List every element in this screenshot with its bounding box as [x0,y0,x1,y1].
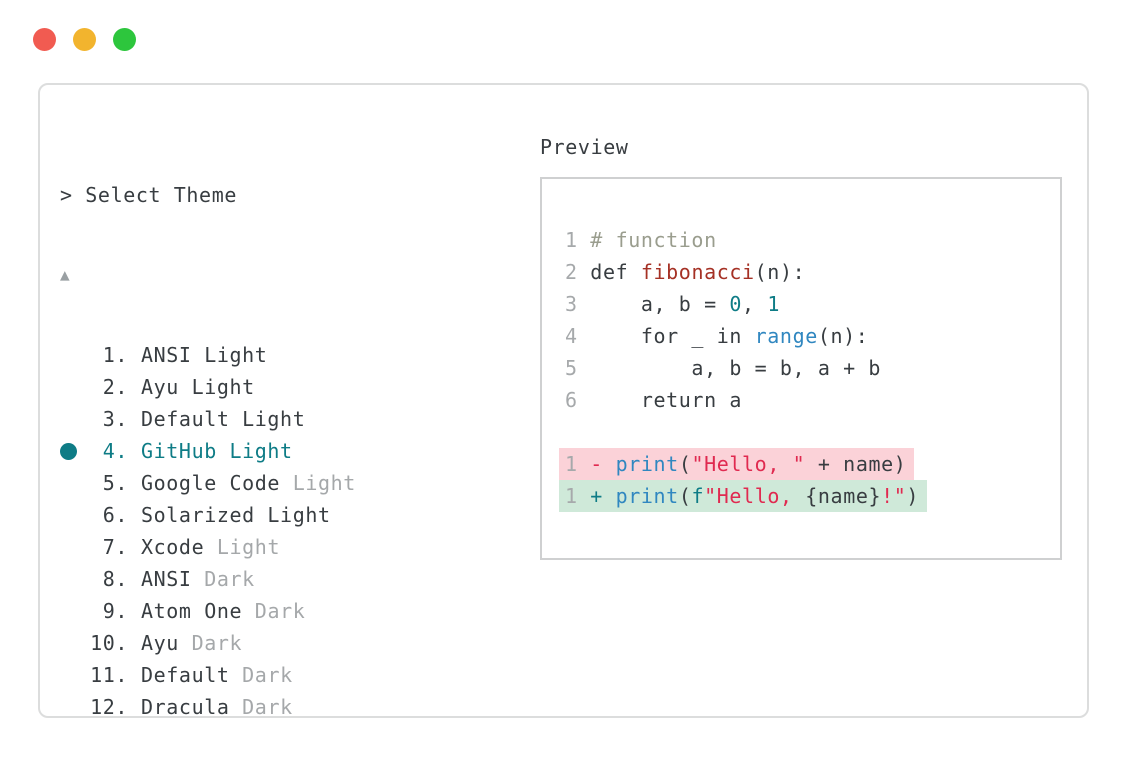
theme-list-item[interactable]: 4. GitHub Light [60,435,806,467]
line-number: 1 [565,452,591,476]
theme-list-item[interactable]: 8. ANSI Dark [60,563,806,595]
diff-removed-line: 1 - print("Hello, " + name) [559,448,1060,480]
close-button[interactable] [33,28,56,51]
theme-item-variant-muted: Dark [242,695,293,719]
theme-item-label: Atom One Dark [141,599,306,623]
traffic-lights [33,28,136,51]
theme-item-number: 2. [102,375,128,399]
select-theme-prompt: > Select Theme [60,183,237,207]
theme-item-number: 11. [90,663,128,687]
theme-item-number: 10. [90,631,128,655]
theme-list-item[interactable]: 2. Ayu Light [60,371,806,403]
theme-list-item[interactable]: 5. Google Code Light [60,467,806,499]
theme-item-label: Google Code Light [141,471,356,495]
theme-item-number: 5. [102,471,128,495]
line-number: 1 [565,484,591,508]
theme-item-number: 3. [102,407,128,431]
line-number: 6 [565,388,591,412]
theme-picker-dialog: > Select Theme ▲ 1. ANSI Light 2. Ayu Light… [38,83,1089,719]
line-number: 4 [565,324,591,348]
theme-item-label: Solarized Light [141,503,331,527]
theme-item-number: 1. [102,343,128,367]
theme-item-label: ANSI Light [141,343,268,367]
selected-bullet-icon [60,435,78,467]
theme-list-item[interactable]: 9. Atom One Dark [60,595,806,627]
code-line: 2 def fibonacci(n): [565,260,806,284]
code-line: 5 a, b = b, a + b [565,356,882,380]
marker-spacer [60,371,78,403]
code-line: 1 # function [565,228,717,252]
theme-item-number: 4. [102,439,128,463]
theme-item-variant-muted: Dark [204,567,255,591]
theme-item-variant-muted: Dark [242,663,293,687]
code-line: 4 for _ in range(n): [565,324,869,348]
marker-spacer [60,339,78,371]
theme-item-number: 6. [102,503,128,527]
marker-spacer [60,595,78,627]
theme-item-label: GitHub Light [141,439,293,463]
theme-list-item[interactable]: 3. Default Light [60,403,806,435]
line-number: 1 [565,228,591,252]
theme-item-label: Xcode Light [141,535,281,559]
marker-spacer [60,499,78,531]
zoom-button[interactable] [113,28,136,51]
theme-list-item[interactable]: 1. ANSI Light [60,339,806,371]
preview-panel: Preview 1 # function 2 def fibonacci(n): 3… [540,131,1062,560]
marker-spacer [60,659,78,691]
theme-list-item[interactable]: 11. Default Dark [60,659,806,691]
code-line: 3 a, b = 0, 1 [565,292,780,316]
marker-spacer [60,627,78,659]
marker-spacer [60,563,78,595]
minimize-button[interactable] [73,28,96,51]
marker-spacer [60,691,78,723]
preview-code-box: 1 # function 2 def fibonacci(n): 3 a, b = … [540,177,1062,560]
theme-item-number: 12. [90,695,128,719]
code-blank-line [565,416,1060,448]
theme-item-variant-muted: Light [216,535,281,559]
theme-item-number: 9. [102,599,128,623]
theme-item-variant-muted: Dark [254,599,306,623]
theme-list-item[interactable]: 10. Ayu Dark [60,627,806,659]
marker-spacer [60,531,78,563]
theme-item-label: ANSI Dark [141,567,255,591]
theme-item-number: 7. [102,535,128,559]
theme-list-item[interactable]: 7. Xcode Light [60,531,806,563]
line-number: 2 [565,260,591,284]
theme-item-number: 8. [102,567,128,591]
theme-item-label: Ayu Dark [141,631,243,655]
theme-item-label: Default Light [141,407,306,431]
preview-title: Preview [540,135,629,159]
theme-item-variant-muted: Dark [191,631,243,655]
theme-item-label: Dracula Dark [141,695,293,719]
theme-selector: > Select Theme ▲ 1. ANSI Light 2. Ayu Light… [60,131,806,757]
marker-spacer [60,403,78,435]
theme-list-item[interactable]: 6. Solarized Light [60,499,806,531]
marker-spacer [60,467,78,499]
theme-item-variant-muted: Light [292,471,356,495]
theme-item-label: Default Dark [141,663,293,687]
diff-added-line: 1 + print(f"Hello, {name}!") [559,480,1060,512]
line-number: 3 [565,292,591,316]
code-line: 6 return a [565,388,742,412]
line-number: 5 [565,356,591,380]
theme-item-label: Ayu Light [141,375,255,399]
scroll-up-icon[interactable]: ▲ [60,265,71,284]
code-sample: 1 # function 2 def fibonacci(n): 3 a, b = … [542,179,1060,512]
theme-list: 1. ANSI Light 2. Ayu Light 3. Default Light 4.… [60,339,806,723]
theme-list-item[interactable]: 12. Dracula Dark [60,691,806,723]
